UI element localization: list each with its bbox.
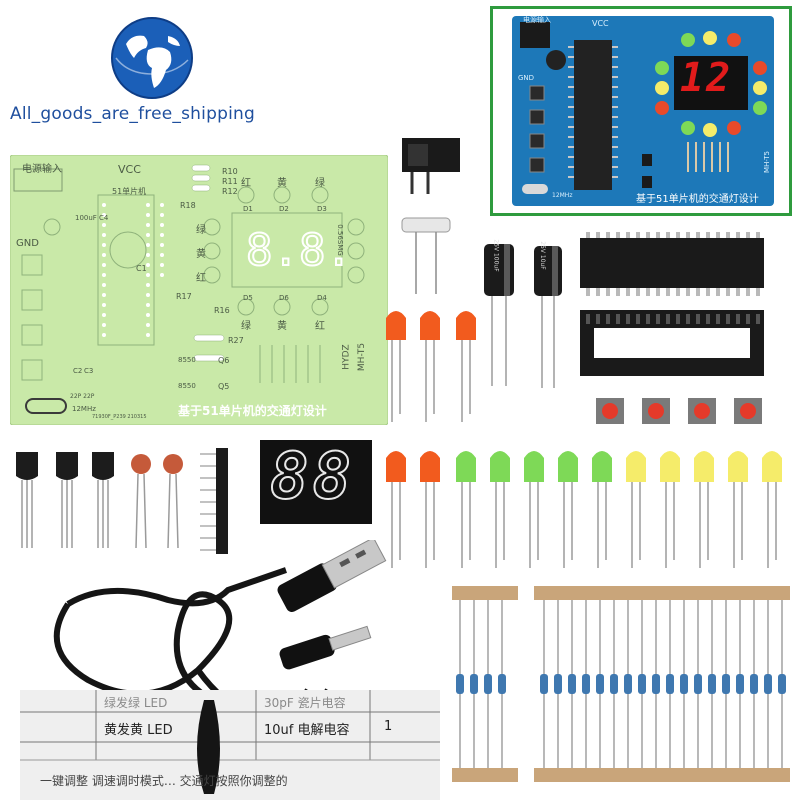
inset-model-label: MH-T5 <box>762 151 771 173</box>
r27-label: R27 <box>228 336 244 345</box>
globe-logo-icon <box>111 17 193 99</box>
top-green-label: 绿 <box>315 178 325 189</box>
bottom-green-label: 绿 <box>241 321 251 332</box>
ic-socket-icon <box>580 310 764 376</box>
main-pcb: 8.8. <box>10 155 388 425</box>
manual-row1-right: 1 <box>384 719 393 734</box>
inset-vcc-label: VCC <box>592 19 609 28</box>
left-yellow-label: 黄 <box>196 249 206 260</box>
mcu-label: 51单片机 <box>112 187 147 196</box>
left-green-label: 绿 <box>196 225 206 236</box>
part-8550a-label: 8550 <box>178 356 196 364</box>
left-red-label: 红 <box>196 273 206 284</box>
inset-crystal-label: 12MHz <box>552 192 573 199</box>
power-input-label: 电源输入 <box>22 164 62 175</box>
inset-power-label: 电源输入 <box>523 16 551 24</box>
inset-board-title: 基于51单片机的交通灯设计 <box>636 194 759 205</box>
c3-label: C3 <box>84 367 94 375</box>
r18-label: R18 <box>180 201 196 210</box>
board-footer: 71930F_P239 210315 <box>92 414 147 420</box>
transistors-and-ceramic-caps-icon <box>16 452 183 549</box>
top-red-label: 红 <box>241 178 251 189</box>
seven-segment-digits: 88 <box>269 439 356 515</box>
capacitor-10uf-label: 25V 10uF <box>538 241 546 270</box>
resistor-tape-icon <box>452 586 790 782</box>
d6-label: D6 <box>279 294 289 302</box>
red-leds-top-icon <box>386 311 476 422</box>
r17-label: R17 <box>176 292 192 301</box>
manual-row0-mid: 30pF 瓷片电容 <box>264 696 346 710</box>
mcu-chip-icon <box>580 232 764 296</box>
inset-display-readout: 12 <box>680 55 733 101</box>
manual-row0-left: 绿发绿 LED <box>104 696 168 710</box>
q5-label: Q5 <box>218 382 230 391</box>
r12-label: R12 <box>222 187 238 196</box>
display-model-label: 0.56SMG <box>335 224 344 256</box>
gnd-label: GND <box>16 238 39 249</box>
r10-label: R10 <box>222 167 238 176</box>
model-label: MH-T5 <box>357 342 368 372</box>
bottom-yellow-label: 黄 <box>277 321 287 332</box>
pf-label: 22P 22P <box>70 393 95 400</box>
d2-label: D2 <box>279 205 289 213</box>
brand-label: HYDZ <box>341 344 352 370</box>
capacitor-100uf-label: 25V 100uF <box>492 239 500 272</box>
board-title: 基于51单片机的交通灯设计 <box>178 404 327 418</box>
seven-segment-display <box>260 440 372 524</box>
vcc-label: VCC <box>118 163 141 176</box>
tactile-buttons-icon <box>596 398 762 424</box>
crystal-oscillator-icon <box>401 217 451 294</box>
manual-row1-left: 黄发黄 LED <box>104 723 173 738</box>
r11-label: R11 <box>222 177 238 186</box>
q6-label: Q6 <box>218 356 230 365</box>
instruction-sheet <box>20 690 440 800</box>
shop-name: All_goods_are_free_shipping <box>10 104 255 124</box>
svg-text:8.8.: 8.8. <box>246 225 352 276</box>
manual-row1-mid: 10uf 电解电容 <box>264 723 350 738</box>
capacitor-10uf-icon <box>534 246 562 388</box>
d4-label: D4 <box>317 294 327 302</box>
d3-label: D3 <box>317 205 327 213</box>
c2-label: C2 <box>73 367 83 375</box>
d5-label: D5 <box>243 294 253 302</box>
assembled-pcb-photo <box>512 16 774 206</box>
d1-label: D1 <box>243 205 253 213</box>
manual-footer-text: 一键调整 调速调时模式… 交通灯按照你调整的 <box>40 774 288 788</box>
resistor-network-icon <box>200 448 228 554</box>
r16-label: R16 <box>214 306 230 315</box>
part-8550b-label: 8550 <box>178 382 196 390</box>
dc-jack-icon <box>402 138 460 194</box>
bottom-red-label: 红 <box>315 321 325 332</box>
cap-c1-label: C1 <box>136 264 147 273</box>
crystal-label: 12MHz <box>72 405 96 413</box>
capacitor-100uf-icon <box>484 244 514 386</box>
cap-c4-label: 100uF C4 <box>75 214 109 222</box>
led-row-icon <box>386 451 782 568</box>
top-yellow-label: 黄 <box>277 178 287 189</box>
inset-gnd-label: GND <box>518 74 535 82</box>
